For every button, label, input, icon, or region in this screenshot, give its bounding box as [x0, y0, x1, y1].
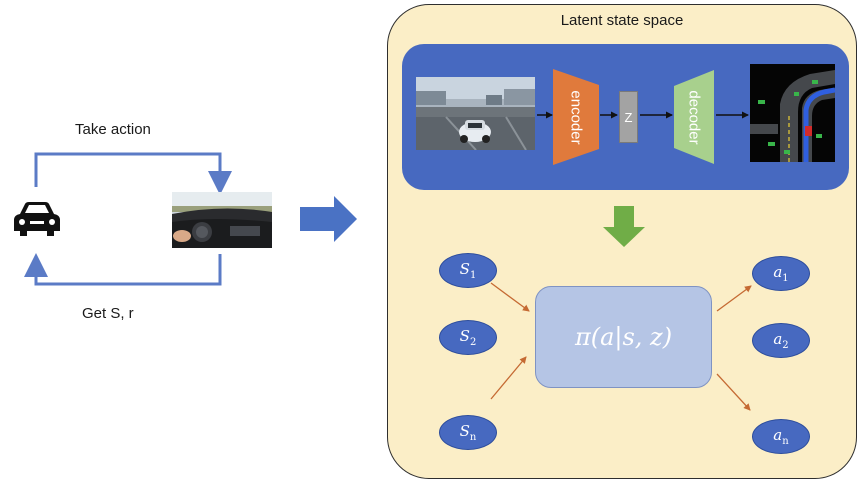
driving-dashboard-image	[172, 192, 272, 248]
state-node: Sn	[439, 415, 497, 450]
big-right-arrow	[300, 196, 357, 242]
take-action-arrow	[34, 152, 232, 195]
state-node: S2	[439, 320, 497, 355]
decoder-block	[674, 70, 714, 164]
latent-state-space-title: Latent state space	[560, 12, 684, 29]
state-node: S1	[439, 253, 497, 288]
car-icon	[14, 202, 60, 236]
down-arrow	[603, 206, 645, 247]
action-node: a2	[752, 323, 810, 358]
encoder-block	[553, 69, 599, 165]
simulator-input-image	[416, 77, 535, 150]
semantic-birdseye-output-image	[750, 64, 835, 162]
action-node: an	[752, 419, 810, 454]
policy-formula: π(a|s, z)	[574, 323, 673, 351]
take-action-label: Take action	[75, 121, 151, 138]
policy-box: π(a|s, z)	[535, 286, 712, 388]
action-node: a1	[752, 256, 810, 291]
get-state-reward-arrow	[24, 253, 222, 286]
get-s-r-label: Get S, r	[82, 305, 134, 322]
latent-z-box: Z	[619, 91, 638, 143]
